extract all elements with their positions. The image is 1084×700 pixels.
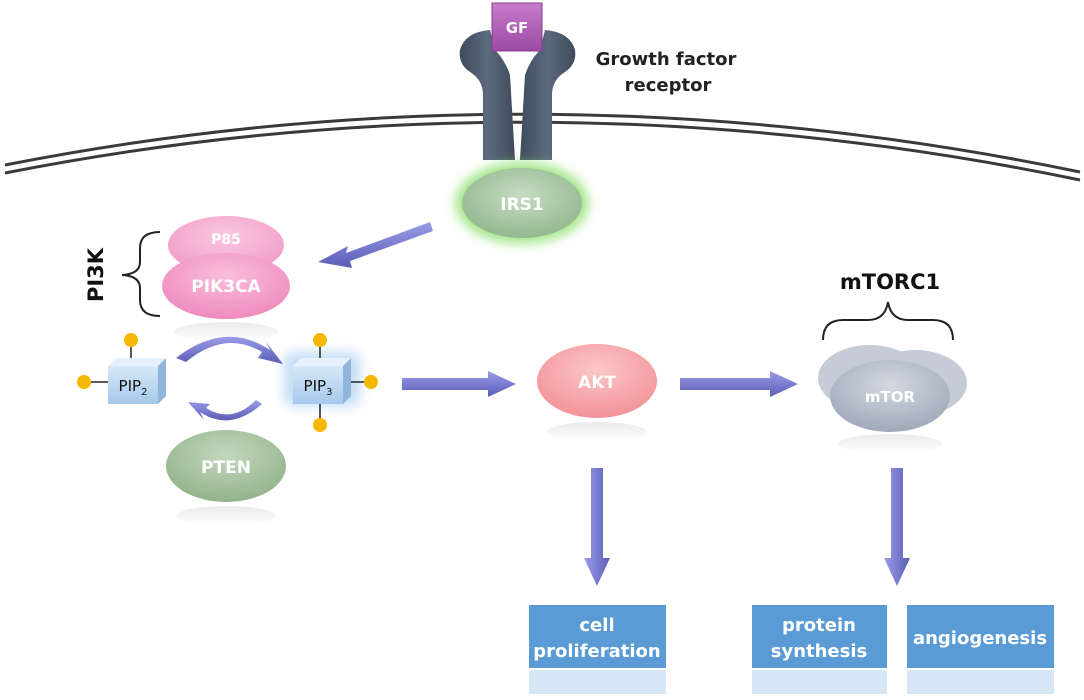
cell-proliferation-line1: cell [579,615,614,636]
gf-label: GF [506,19,529,37]
pten-label: PTEN [201,458,251,478]
mtorc1-label: mTORC1 [840,270,940,294]
angiogenesis-box: angiogenesis [907,605,1054,694]
akt-label: AKT [578,373,616,393]
akt-node: AKT [537,344,657,442]
protein-synthesis-box: protein synthesis [752,605,887,694]
p85-label: P85 [211,232,241,248]
pip3-phosphate-bottom [313,418,327,432]
arrow-akt-to-cell-proliferation [584,468,610,586]
pi3k-label: PI3K [84,247,108,302]
gf-ligand: GF [491,2,543,52]
mtor-node: mTOR [818,345,967,454]
cell-proliferation-box: cell proliferation [529,605,666,694]
pten-node: PTEN [166,430,286,526]
arrow-pip3-to-pip2 [188,400,262,421]
arrow-mtor-to-protein-synthesis [884,468,910,586]
arrow-pip2-to-pip3 [176,336,283,364]
pip3-node: PIP3 [284,333,378,432]
growth-factor-receptor [459,30,576,160]
pip3-phosphate-right [364,375,378,389]
mtor-label: mTOR [865,388,916,406]
irs1-label: IRS1 [500,195,544,215]
pip2-label: PIP [119,377,142,395]
pip2-subscript: 2 [141,387,147,398]
pip2-phosphate-left [77,375,91,389]
pip3-phosphate-top [313,333,327,347]
pip3-label: PIP [304,377,327,395]
protein-synthesis-line2: synthesis [771,641,868,662]
cell-proliferation-line2: proliferation [533,641,661,662]
irs1-node: IRS1 [456,163,588,243]
pip3-subscript: 3 [326,387,332,398]
angiogenesis-label: angiogenesis [913,628,1047,649]
pip2-node: PIP2 [77,333,166,404]
pi3k-bracket [121,231,161,317]
svg-text:PIP2: PIP2 [119,377,148,398]
pik3ca-label: PIK3CA [191,277,261,297]
pi3k-complex: P85 PIK3CA [162,216,290,342]
arrow-pip3-to-akt [402,371,516,397]
receptor-label-line2: receptor [625,75,712,96]
arrow-irs1-to-pi3k [318,222,433,268]
svg-text:PIP3: PIP3 [304,377,333,398]
mtorc1-bracket [822,301,954,341]
pip2-phosphate-top [124,333,138,347]
arrow-akt-to-mtor [680,371,798,397]
receptor-label-line1: Growth factor [596,49,737,70]
protein-synthesis-line1: protein [782,615,856,636]
